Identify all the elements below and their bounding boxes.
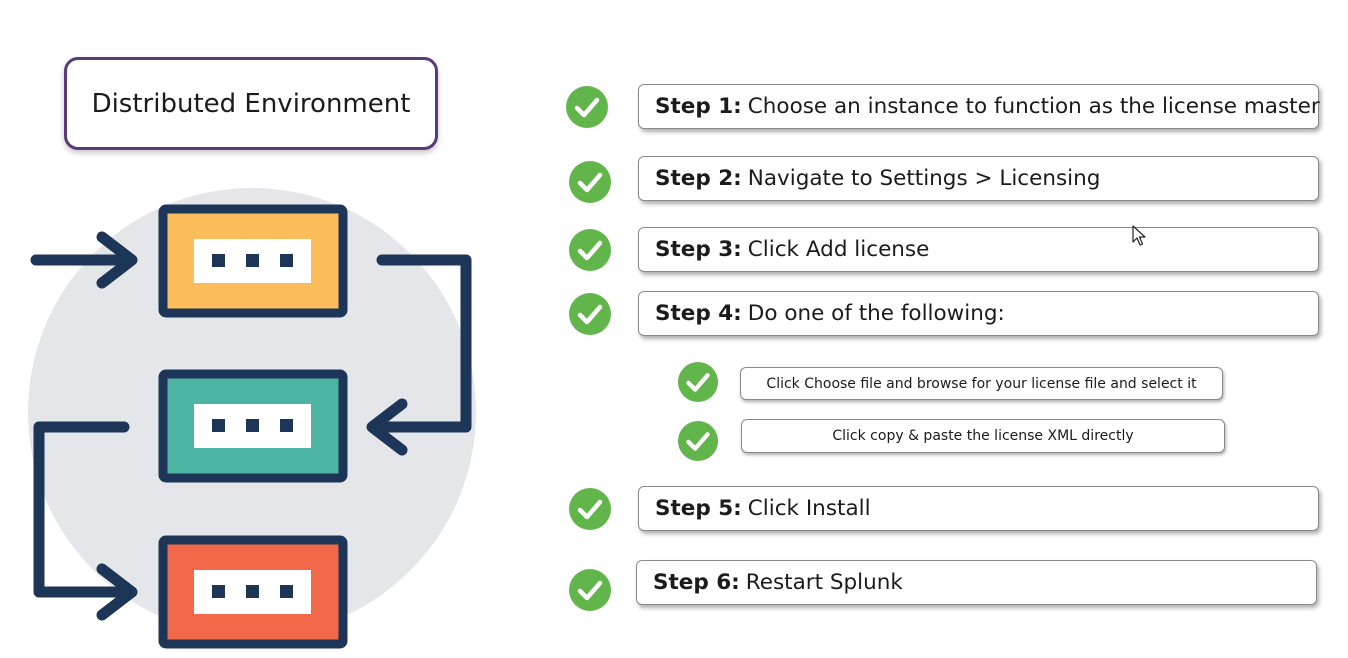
mouse-pointer-icon bbox=[1132, 225, 1146, 246]
check-circle-icon-step-6 bbox=[569, 569, 611, 611]
step-3-text: Click Add license bbox=[747, 237, 930, 262]
diagram-title: Distributed Environment bbox=[64, 57, 438, 150]
check-circle-icon-substep-2 bbox=[677, 420, 719, 462]
step-1-text: Choose an instance to function as the li… bbox=[747, 94, 1320, 119]
step-2-label: Step 2: bbox=[655, 166, 742, 191]
step-6-label: Step 6: bbox=[653, 570, 740, 595]
step-3-label: Step 3: bbox=[655, 237, 742, 262]
substep-1-box: Click Choose file and browse for your li… bbox=[740, 367, 1223, 400]
check-circle-icon-step-4 bbox=[569, 293, 611, 335]
check-circle-icon-step-3 bbox=[569, 229, 611, 271]
check-circle-icon-step-1 bbox=[566, 86, 608, 128]
step-4-text: Do one of the following: bbox=[747, 301, 1005, 326]
check-circle-icon-substep-1 bbox=[677, 361, 719, 403]
step-1-label: Step 1: bbox=[655, 94, 742, 119]
step-5-text: Click Install bbox=[747, 496, 871, 521]
incoming-arrow-icon bbox=[30, 231, 138, 289]
step-6-text: Restart Splunk bbox=[745, 570, 903, 595]
step-3-box: Step 3: Click Add license bbox=[638, 227, 1319, 272]
step-4-box: Step 4: Do one of the following: bbox=[638, 291, 1319, 336]
check-circle-icon-step-5 bbox=[569, 488, 611, 530]
server-box-top-icon bbox=[158, 204, 348, 318]
step-6-box: Step 6: Restart Splunk bbox=[636, 560, 1317, 605]
substep-2-text: Click copy & paste the license XML direc… bbox=[832, 428, 1134, 444]
connector-top-to-middle-arrow-icon bbox=[366, 254, 472, 456]
step-1-box: Step 1: Choose an instance to function a… bbox=[638, 84, 1320, 129]
step-2-box: Step 2: Navigate to Settings > Licensing bbox=[638, 156, 1319, 201]
connector-middle-to-bottom-arrow-icon bbox=[33, 421, 138, 621]
server-box-middle-icon bbox=[158, 369, 348, 483]
check-circle-icon-step-2 bbox=[569, 161, 611, 203]
substep-2-box: Click copy & paste the license XML direc… bbox=[741, 419, 1225, 453]
flow-diagram bbox=[28, 188, 476, 649]
step-5-box: Step 5: Click Install bbox=[638, 486, 1319, 531]
step-4-label: Step 4: bbox=[655, 301, 742, 326]
server-box-bottom-icon bbox=[158, 535, 348, 649]
substep-1-text: Click Choose file and browse for your li… bbox=[766, 375, 1197, 392]
step-5-label: Step 5: bbox=[655, 496, 742, 521]
step-2-text: Navigate to Settings > Licensing bbox=[747, 166, 1101, 191]
